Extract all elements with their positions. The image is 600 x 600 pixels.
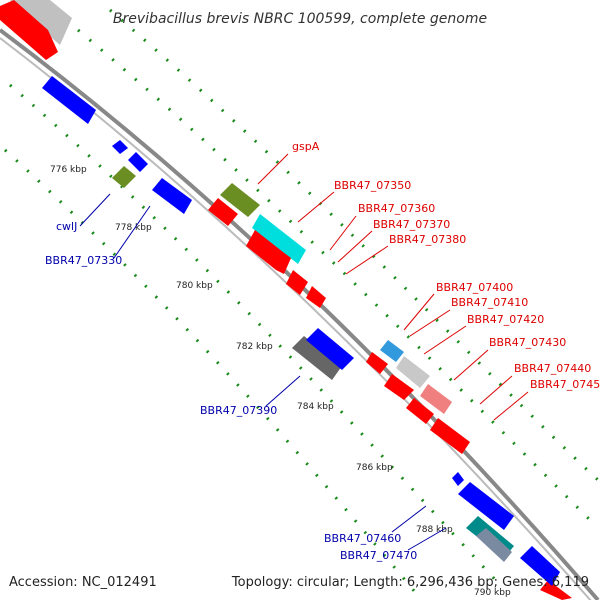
gene-label-bbr47-07360: BBR47_07360 (358, 202, 435, 215)
gene-label-cwlJ: cwlJ (56, 220, 77, 233)
gene-red-bottom (540, 580, 572, 600)
gene-bbr47-07445 (406, 398, 434, 424)
gene-label-bbr47-07410: BBR47_07410 (451, 296, 528, 309)
gene-red-top (0, 0, 58, 60)
gene-bbr47-07450 (430, 418, 470, 454)
gene-bbr47-07350 (252, 214, 306, 264)
leader-bbr47-07450 (493, 391, 529, 421)
topology-text: Topology: circular; Length: 6,296,436 bp… (231, 575, 589, 590)
gene-label-bbr47-07380: BBR47_07380 (389, 233, 466, 246)
gene-bbr47-07470b (476, 528, 512, 562)
forward-genes (0, 0, 572, 600)
gene-label-bbr47-07400: BBR47_07400 (436, 281, 513, 294)
gene-label-gspA: gspA (292, 140, 320, 153)
gene-bbr47-07430 (384, 374, 414, 400)
gene-bbr47-07380 (286, 270, 308, 295)
gene-blue-bottom (520, 546, 560, 586)
leader-lines (79, 153, 529, 551)
leader-bbr47-07370 (337, 230, 373, 263)
leader-bbr47-07390 (265, 375, 301, 407)
gene-blue-small-3 (452, 472, 464, 486)
leader-bbr47-07330 (113, 205, 151, 259)
reverse-genes (42, 76, 560, 586)
gene-label-bbr47-07370: BBR47_07370 (373, 218, 450, 231)
gene-bbr47-07390 (306, 328, 354, 370)
gene-bbr47-07440 (420, 384, 452, 414)
leader-bbr47-07470 (407, 527, 447, 551)
leader-bbr47-07420 (423, 325, 467, 355)
leader-bbr47-07380 (345, 245, 389, 275)
gene-bbr47-07370 (246, 230, 291, 274)
tick-label: 778 kbp (115, 223, 152, 233)
gene-blue-small-2 (128, 152, 148, 172)
gene-label-bbr47-07430: BBR47_07430 (489, 336, 566, 349)
tick-labels: 776 kbp 778 kbp 780 kbp 782 kbp 784 kbp … (50, 165, 511, 598)
gene-label-bbr47-07460: BBR47_07460 (324, 532, 401, 545)
gene-bbr47-07410 (366, 352, 388, 374)
leader-bbr47-07460 (391, 505, 427, 533)
gene-label-bbr47-07390: BBR47_07390 (200, 404, 277, 417)
gene-label-bbr47-07450: BBR47_07450 (530, 378, 600, 391)
gene-bbr47-07390-grey (292, 336, 342, 380)
leader-bbr47-07400 (403, 293, 435, 331)
leader-bbr47-07360 (329, 215, 357, 251)
gene-blue-top (42, 76, 96, 124)
tick-label: 786 kbp (356, 463, 393, 473)
gene-bbr47-07400 (380, 340, 404, 362)
tick-label: 790 kbp (474, 588, 511, 598)
tick-label: 788 kbp (416, 525, 453, 535)
gene-label-bbr47-07470: BBR47_07470 (340, 549, 417, 562)
grid-track-outer-2 (109, 8, 600, 482)
gene-gspA (220, 183, 260, 217)
gene-label-bbr47-07350: BBR47_07350 (334, 179, 411, 192)
gene-bbr47-07460 (458, 482, 514, 530)
tick-label: 780 kbp (176, 281, 213, 291)
gene-bbr47-07420 (396, 356, 430, 388)
forward-gene-labels: gspA BBR47_07350 BBR47_07360 BBR47_07370… (292, 140, 600, 391)
leader-bbr47-07440 (479, 375, 513, 405)
gene-cwlJ (112, 166, 136, 188)
gene-bbr47-07380b (306, 286, 326, 308)
map-title: Brevibacillus brevis NBRC 100599, comple… (113, 11, 487, 27)
reverse-gene-labels: cwlJ BBR47_07330 BBR47_07390 BBR47_07460… (45, 220, 417, 562)
gene-bbr47-07360 (208, 198, 238, 226)
leader-bbr47-07430 (453, 349, 489, 381)
grid-track-inner-2 (3, 148, 422, 599)
leader-bbr47-07410 (409, 309, 451, 337)
tick-label: 776 kbp (50, 165, 87, 175)
gene-label-bbr47-07420: BBR47_07420 (467, 313, 544, 326)
leader-bbr47-07350 (297, 191, 335, 223)
leader-cwlJ (79, 193, 111, 227)
grid-dots (3, 8, 600, 599)
leader-gspA (257, 153, 289, 185)
accession-text: Accession: NC_012491 (9, 575, 157, 590)
tick-label: 784 kbp (297, 402, 334, 412)
gene-blue-small-1 (112, 140, 128, 154)
gene-label-bbr47-07330: BBR47_07330 (45, 254, 122, 267)
tick-label: 782 kbp (236, 342, 273, 352)
gene-bbr47-07330 (152, 178, 192, 214)
gene-label-bbr47-07440: BBR47_07440 (514, 362, 591, 375)
